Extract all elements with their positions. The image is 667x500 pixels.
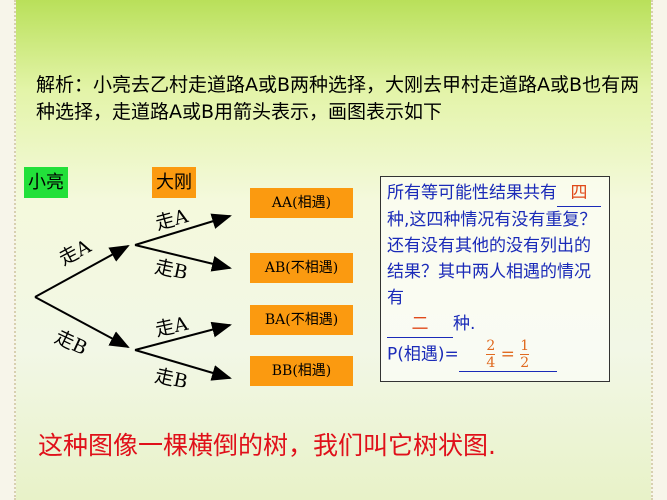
box-text: 所有等可能性结果共有 <box>387 183 557 203</box>
conclusion-text: 这种图像一棵横倒的树，我们叫它树状图. <box>38 431 496 460</box>
equals-sign: = <box>500 344 515 365</box>
branch-b <box>34 296 130 348</box>
result-ba: BA(不相遇) <box>250 305 353 335</box>
fraction-numerator: 1 <box>520 338 530 355</box>
fraction-denominator: 4 <box>486 355 496 371</box>
branch-aa <box>134 213 232 246</box>
branch-a <box>34 245 130 298</box>
probability-label: P(相遇)= <box>387 344 459 365</box>
result-aa: AA(相遇) <box>250 188 353 218</box>
fraction-numerator: 2 <box>486 338 496 355</box>
left-border-decoration <box>0 0 16 500</box>
box-text: 种. <box>453 314 476 334</box>
result-ab: AB(不相遇) <box>250 253 353 283</box>
analysis-text: 解析：小亮去乙村走道路A或B两种选择，大刚去甲村走道路A或B也有两种选择，走道路… <box>36 74 640 123</box>
box-text: 种,这四种情况有没有重复？还有没有其他的没有列出的结果？其中两人相遇的情况有 <box>387 210 597 308</box>
right-border-decoration <box>651 0 667 500</box>
branch-ba <box>134 321 232 351</box>
answer-blank-count: 四 <box>557 180 601 207</box>
root-label: 小亮 <box>24 167 68 198</box>
result-bb: BB(相遇) <box>250 356 353 386</box>
branch-bb <box>134 349 232 381</box>
fraction-denominator: 2 <box>520 355 530 371</box>
answer-blank-meet: 二 <box>387 311 453 338</box>
question-box: 所有等可能性结果共有四种,这四种情况有没有重复？还有没有其他的没有列出的结果？其… <box>380 176 610 382</box>
branch-ab <box>134 244 232 272</box>
second-label: 大刚 <box>152 167 196 198</box>
